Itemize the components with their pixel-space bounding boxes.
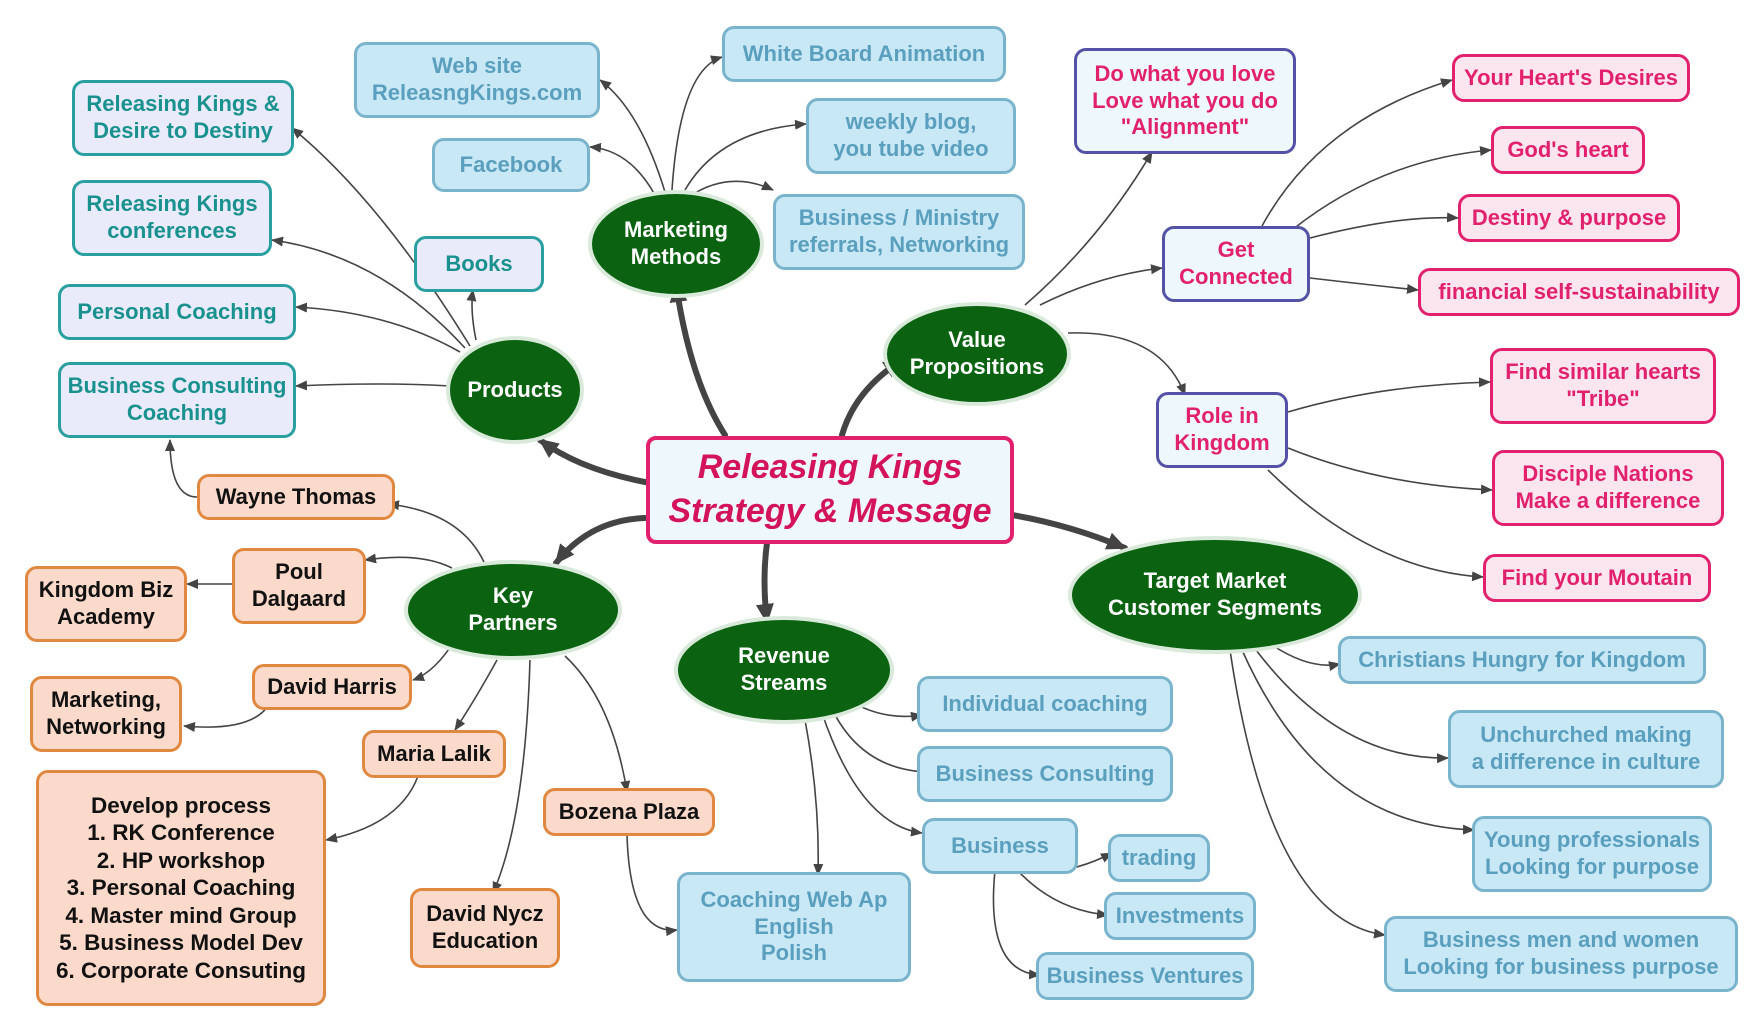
link-harris-marketing — [183, 705, 269, 732]
link-value-alignment — [1024, 151, 1153, 306]
hub-key-partners[interactable]: Key Partners — [408, 564, 618, 656]
marketing-blog[interactable]: weekly blog, you tube video — [806, 98, 1016, 174]
product-business-consulting[interactable]: Business Consulting Coaching — [58, 362, 296, 438]
link-central-target — [1009, 512, 1128, 551]
partner-develop-process[interactable]: Develop process 1. RK Conference 2. HP w… — [36, 770, 326, 1006]
central-topic[interactable]: Releasing Kings Strategy & Message — [646, 436, 1014, 544]
link-role-tribe — [1287, 377, 1491, 413]
partner-david-nycz[interactable]: David Nycz Education — [410, 888, 560, 968]
link-target-unchurched — [1255, 649, 1449, 764]
link-central-marketing — [669, 281, 728, 438]
link-role-disciple — [1287, 447, 1493, 495]
marketing-website[interactable]: Web site ReleasngKings.com — [354, 42, 600, 118]
link-marketing-facebook — [589, 142, 656, 196]
revenue-business[interactable]: Business — [922, 818, 1078, 874]
value-get-connected[interactable]: Get Connected — [1162, 226, 1310, 302]
link-partners-maria — [454, 659, 498, 731]
value-gods-heart[interactable]: God's heart — [1491, 126, 1645, 174]
link-bozena-app — [626, 834, 678, 937]
product-books[interactable]: Books — [414, 236, 544, 292]
link-target-christians — [1271, 644, 1341, 672]
marketing-whiteboard[interactable]: White Board Animation — [722, 26, 1006, 82]
value-role-kingdom[interactable]: Role in Kingdom — [1156, 392, 1288, 468]
link-maria-develop — [325, 775, 419, 843]
hub-value-propositions[interactable]: Value Propositions — [887, 306, 1067, 402]
link-revenue-app — [804, 719, 824, 876]
revenue-individual-coaching[interactable]: Individual coaching — [917, 676, 1173, 732]
value-hearts-desires[interactable]: Your Heart's Desires — [1452, 54, 1690, 102]
hub-marketing-methods[interactable]: Marketing Methods — [592, 194, 760, 294]
revenue-trading[interactable]: trading — [1108, 834, 1210, 882]
target-christians-hungry[interactable]: Christians Hungry for Kingdom — [1338, 636, 1706, 684]
revenue-business-ventures[interactable]: Business Ventures — [1036, 952, 1254, 1000]
value-disciple[interactable]: Disciple Nations Make a difference — [1492, 450, 1724, 526]
link-revenue-business — [821, 712, 923, 837]
link-partners-bozena — [564, 655, 631, 793]
partner-wayne-thomas[interactable]: Wayne Thomas — [197, 474, 395, 520]
link-business-ventures — [992, 869, 1041, 980]
product-rk-conferences[interactable]: Releasing Kings conferences — [72, 180, 272, 256]
link-wayne-consulting — [165, 439, 198, 498]
link-partners-nycz — [492, 659, 531, 894]
link-revenue-consulting — [829, 704, 929, 777]
hub-target-market[interactable]: Target Market Customer Segments — [1072, 540, 1358, 650]
link-connected-financial — [1309, 277, 1419, 294]
value-alignment[interactable]: Do what you love Love what you do "Align… — [1074, 48, 1296, 154]
product-personal-coaching[interactable]: Personal Coaching — [58, 284, 296, 340]
link-connected-gods — [1291, 146, 1492, 231]
partner-poul-dalgaard[interactable]: Poul Dalgaard — [232, 548, 366, 624]
partner-maria-lalik[interactable]: Maria Lalik — [362, 730, 506, 778]
hub-products[interactable]: Products — [450, 340, 580, 440]
link-partners-wayne — [387, 500, 485, 563]
link-role-mountain — [1267, 469, 1484, 582]
link-target-business — [1229, 649, 1386, 939]
partner-kingdom-biz-academy[interactable]: Kingdom Biz Academy — [25, 566, 187, 642]
link-products-consulting — [295, 380, 451, 391]
revenue-investments[interactable]: Investments — [1104, 892, 1256, 940]
revenue-coaching-web-app[interactable]: Coaching Web Ap English Polish — [677, 872, 911, 982]
hub-revenue-streams[interactable]: Revenue Streams — [678, 620, 890, 720]
value-destiny-purpose[interactable]: Destiny & purpose — [1458, 194, 1680, 242]
link-marketing-referrals — [689, 180, 774, 197]
value-mountain[interactable]: Find your Moutain — [1483, 554, 1711, 602]
link-connected-destiny — [1309, 212, 1459, 239]
target-unchurched[interactable]: Unchurched making a difference in cultur… — [1448, 710, 1724, 788]
target-young-professionals[interactable]: Young professionals Looking for purpose — [1472, 816, 1712, 892]
partner-marketing-networking[interactable]: Marketing, Networking — [30, 676, 182, 752]
partner-bozena-plaza[interactable]: Bozena Plaza — [543, 788, 715, 836]
link-target-young — [1241, 649, 1475, 835]
link-central-partners — [553, 515, 648, 566]
link-value-connected — [1039, 264, 1163, 306]
marketing-referrals[interactable]: Business / Ministry referrals, Networkin… — [773, 194, 1025, 270]
link-central-revenue — [755, 540, 774, 625]
revenue-business-consulting[interactable]: Business Consulting — [917, 746, 1173, 802]
link-marketing-website — [599, 79, 666, 193]
link-value-role — [1067, 332, 1186, 396]
target-business-people[interactable]: Business men and women Looking for busin… — [1384, 916, 1738, 992]
product-rk-desire[interactable]: Releasing Kings & Desire to Destiny — [72, 80, 294, 156]
partner-david-harris[interactable]: David Harris — [252, 664, 412, 710]
link-marketing-whiteboard — [671, 55, 723, 191]
link-products-coaching — [295, 302, 461, 353]
link-products-rkdesire — [291, 127, 471, 347]
marketing-facebook[interactable]: Facebook — [432, 138, 590, 192]
value-tribe[interactable]: Find similar hearts "Tribe" — [1490, 348, 1716, 424]
link-partners-poul — [364, 553, 453, 569]
link-connected-hearts — [1261, 78, 1453, 227]
link-products-conferences — [271, 236, 466, 349]
link-marketing-blog — [684, 119, 807, 191]
link-products-books — [466, 289, 477, 341]
link-central-products — [537, 437, 653, 486]
value-financial[interactable]: financial self-sustainability — [1418, 268, 1740, 316]
